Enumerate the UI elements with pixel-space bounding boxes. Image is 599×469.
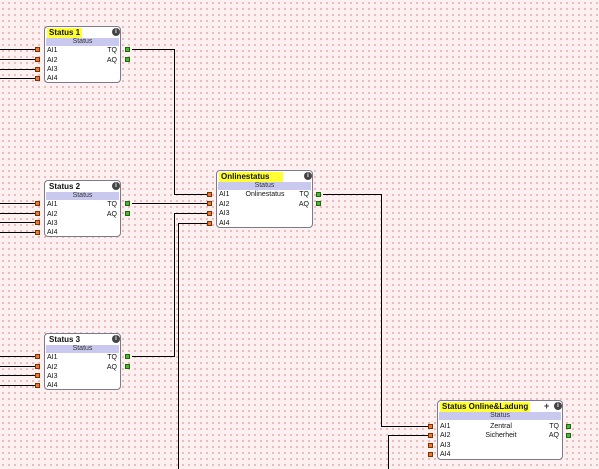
block-type: Status <box>46 192 119 200</box>
status3-aq-pin[interactable] <box>125 364 130 369</box>
input-label: AI1 <box>47 201 58 208</box>
wire-status1-tq-to-online-ai1[interactable] <box>132 49 207 195</box>
output-label: AQ <box>548 432 559 439</box>
block-center-line-2: Sicherheit <box>485 432 517 439</box>
onlinestatus-tq-pin[interactable] <box>316 192 321 197</box>
block-title: Status 3 <box>49 335 81 344</box>
output-label: TQ <box>107 354 117 361</box>
onlinestatus-ai1-pin[interactable] <box>207 192 212 197</box>
onlinestatus-aq-pin[interactable] <box>316 201 321 206</box>
input-label: AI4 <box>219 220 230 227</box>
status3-ai1-pin[interactable] <box>35 354 40 359</box>
input-label: AI2 <box>47 57 58 64</box>
status-online-ladung-block[interactable]: Status Online&Ladung + i Status AI1 AI2 … <box>437 400 563 460</box>
block-title: Status 2 <box>49 182 81 191</box>
ladung-ai4-pin[interactable] <box>428 452 433 457</box>
onlinestatus-block[interactable]: Onlinestatus i Status AI1 AI2 AI3 AI4 On… <box>216 170 313 228</box>
block-type: Status <box>46 38 119 46</box>
status1-ai2-pin[interactable] <box>35 57 40 62</box>
input-label: AI1 <box>219 191 230 198</box>
input-label: AI1 <box>47 354 58 361</box>
block-center-line-1: Zentral <box>490 423 512 430</box>
output-label: TQ <box>549 423 559 430</box>
wire-ladung-ai2[interactable] <box>388 435 429 469</box>
status2-aq-pin[interactable] <box>125 211 130 216</box>
status2-ai4-pin[interactable] <box>35 230 40 235</box>
onlinestatus-ai2-pin[interactable] <box>207 201 212 206</box>
block-title: Status 1 <box>47 28 83 38</box>
info-icon[interactable]: i <box>112 182 120 190</box>
status2-ai3-pin[interactable] <box>35 220 40 225</box>
status2-tq-pin[interactable] <box>125 201 130 206</box>
plus-icon[interactable]: + <box>544 401 550 411</box>
status3-ai4-pin[interactable] <box>35 383 40 388</box>
status1-ai4-pin[interactable] <box>35 76 40 81</box>
ladung-ai1-pin[interactable] <box>428 424 433 429</box>
ladung-ai2-pin[interactable] <box>428 433 433 438</box>
onlinestatus-ai4-pin[interactable] <box>207 221 212 226</box>
ladung-tq-pin[interactable] <box>566 424 571 429</box>
block-type: Status <box>46 345 119 353</box>
input-label: AI3 <box>219 210 230 217</box>
status-block-2[interactable]: Status 2 i Status AI1 AI2 AI3 AI4 TQ AQ <box>44 180 121 237</box>
input-label: AI4 <box>440 451 451 458</box>
wire-online-tq-to-ladung-ai1[interactable] <box>323 194 428 427</box>
input-label: AI3 <box>440 442 451 449</box>
block-type: Status <box>439 412 561 420</box>
status-block-1[interactable]: Status 1 i Status AI1 AI2 AI3 AI4 TQ AQ <box>44 26 121 83</box>
input-label: AI3 <box>47 373 58 380</box>
input-label: AI4 <box>47 75 58 82</box>
info-icon[interactable]: i <box>304 172 312 180</box>
status1-ai3-pin[interactable] <box>35 67 40 72</box>
input-label: AI3 <box>47 220 58 227</box>
output-label: AQ <box>106 57 117 64</box>
input-label: AI3 <box>47 66 58 73</box>
status3-tq-pin[interactable] <box>125 354 130 359</box>
input-label: AI2 <box>47 211 58 218</box>
ladung-ai3-pin[interactable] <box>428 443 433 448</box>
block-center-label: Onlinestatus <box>245 191 285 198</box>
info-icon[interactable]: i <box>112 335 120 343</box>
block-type: Status <box>218 182 311 190</box>
status2-ai1-pin[interactable] <box>35 201 40 206</box>
status1-ai1-pin[interactable] <box>35 47 40 52</box>
info-icon[interactable]: i <box>112 28 120 36</box>
status1-tq-pin[interactable] <box>125 47 130 52</box>
input-label: AI2 <box>219 201 230 208</box>
status3-ai2-pin[interactable] <box>35 364 40 369</box>
input-label: AI1 <box>440 423 451 430</box>
input-label: AI2 <box>47 364 58 371</box>
output-label: AQ <box>106 211 117 218</box>
input-label: AI4 <box>47 229 58 236</box>
output-label: AQ <box>298 201 309 208</box>
block-title: Onlinestatus <box>219 172 284 182</box>
onlinestatus-ai3-pin[interactable] <box>207 211 212 216</box>
ladung-aq-pin[interactable] <box>566 433 571 438</box>
output-label: TQ <box>107 201 117 208</box>
wire-status3-tq-to-online-ai3[interactable] <box>132 213 207 357</box>
wire-online-ai4[interactable] <box>178 223 208 469</box>
status3-ai3-pin[interactable] <box>35 373 40 378</box>
info-icon[interactable]: i <box>554 402 562 410</box>
input-label: AI4 <box>47 382 58 389</box>
status1-aq-pin[interactable] <box>125 57 130 62</box>
input-label: AI1 <box>47 47 58 54</box>
status-block-3[interactable]: Status 3 i Status AI1 AI2 AI3 AI4 TQ AQ <box>44 333 121 390</box>
output-label: AQ <box>106 364 117 371</box>
input-label: AI2 <box>440 432 451 439</box>
output-label: TQ <box>299 191 309 198</box>
output-label: TQ <box>107 47 117 54</box>
status2-ai2-pin[interactable] <box>35 211 40 216</box>
block-title: Status Online&Ladung <box>440 402 531 412</box>
